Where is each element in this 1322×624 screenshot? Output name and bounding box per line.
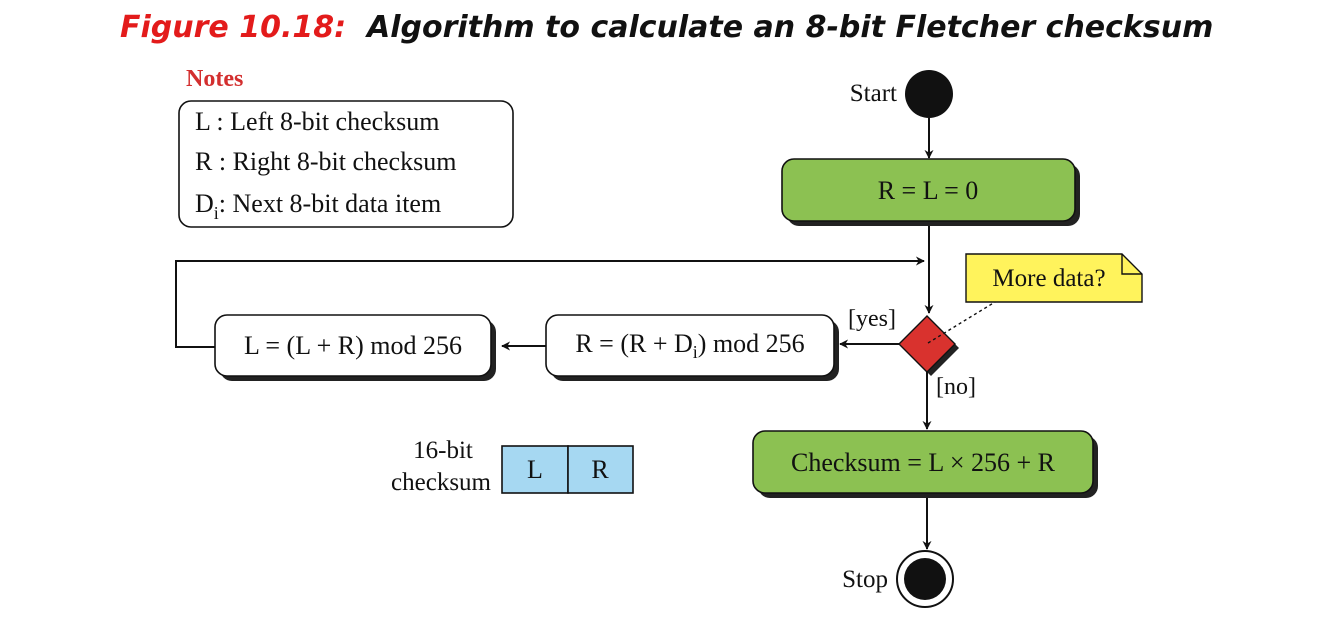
note-text: : Left 8-bit checksum bbox=[210, 107, 440, 136]
l-update-box bbox=[214, 314, 492, 377]
r-update-prefix: R = (R + D bbox=[575, 329, 692, 358]
checksum-box bbox=[752, 430, 1094, 494]
decision-diamond bbox=[898, 315, 956, 373]
start-node bbox=[905, 70, 953, 118]
stop-label: Stop bbox=[842, 566, 888, 593]
checksum-box-label: Checksum = L × 256 + R bbox=[791, 448, 1056, 477]
decision-note bbox=[965, 253, 1143, 303]
figure-number: Figure 10.18: bbox=[120, 10, 347, 45]
note-symbol: L bbox=[195, 107, 210, 136]
note-text: : Right 8-bit checksum bbox=[212, 147, 456, 176]
result-cell-left bbox=[501, 445, 569, 494]
decision-note-fold bbox=[1121, 254, 1142, 275]
no-label: [no] bbox=[936, 374, 976, 400]
note-symbol: D bbox=[195, 189, 214, 218]
r-update-subscript: i bbox=[693, 342, 698, 362]
loop-back-connector bbox=[175, 256, 925, 348]
note-item-data: Di: Next 8-bit data item bbox=[195, 189, 441, 223]
result-cell-left-label: L bbox=[527, 455, 543, 484]
init-box-label: R = L = 0 bbox=[878, 176, 979, 205]
start-label: Start bbox=[850, 80, 897, 107]
note-item-right: R : Right 8-bit checksum bbox=[195, 147, 456, 176]
note-text: : Next 8-bit data item bbox=[219, 189, 441, 218]
result-label-line1: 16-bit bbox=[413, 437, 473, 464]
yes-label: [yes] bbox=[848, 306, 896, 332]
decision-note-label: More data? bbox=[992, 265, 1105, 292]
note-item-left: L : Left 8-bit checksum bbox=[195, 107, 440, 136]
note-symbol: R bbox=[195, 147, 213, 176]
figure-caption: Algorithm to calculate an 8-bit Fletcher… bbox=[366, 10, 1214, 45]
notes-heading: Notes bbox=[186, 66, 243, 92]
note-subscript: i bbox=[214, 203, 219, 223]
stop-node bbox=[904, 558, 946, 600]
note-connector bbox=[927, 301, 996, 344]
notes-box bbox=[178, 100, 514, 228]
init-box bbox=[781, 158, 1076, 222]
result-label-line2: checksum bbox=[391, 469, 492, 496]
r-update-suffix: ) mod 256 bbox=[698, 329, 805, 358]
figure-title: Figure 10.18: Algorithm to calculate an … bbox=[120, 6, 1220, 50]
r-update-label: R = (R + Di) mod 256 bbox=[575, 329, 804, 362]
l-update-label: L = (L + R) mod 256 bbox=[244, 331, 462, 360]
result-cell-right-label: R bbox=[591, 455, 609, 484]
result-cell-right bbox=[567, 445, 634, 494]
